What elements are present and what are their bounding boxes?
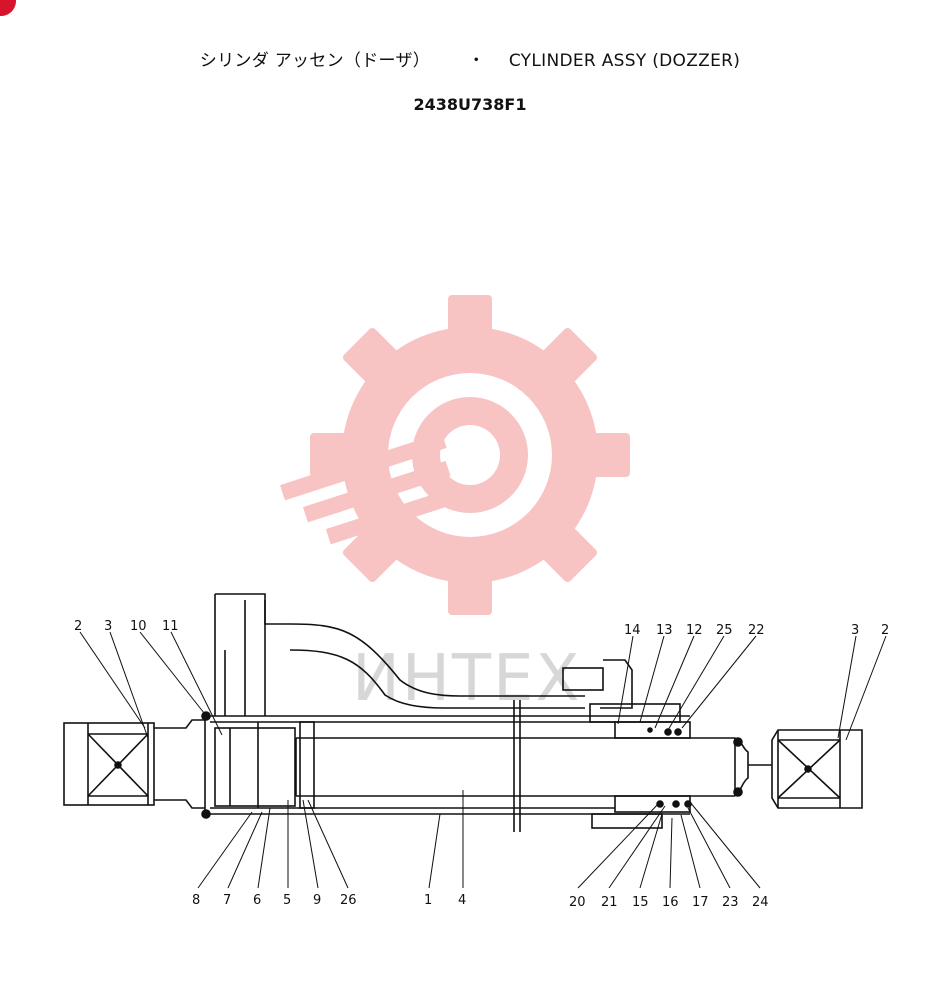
callout-11: 11 [162, 619, 179, 634]
title-japanese: シリンダ アッセン（ドーザ） [199, 51, 431, 71]
callout-21: 21 [601, 895, 618, 910]
callout-7: 7 [223, 893, 231, 908]
callout-12: 12 [686, 623, 703, 638]
part-number: 2438U738F1 [413, 95, 527, 114]
callout-2-left: 2 [74, 619, 82, 634]
callout-23: 23 [722, 895, 739, 910]
callout-4: 4 [458, 893, 466, 908]
title-separator: ・ [467, 51, 486, 71]
callout-3-left: 3 [104, 619, 112, 634]
gear-wrench-logo-icon [280, 295, 630, 615]
callout-22: 22 [748, 623, 765, 638]
callout-9: 9 [313, 893, 321, 908]
callout-5: 5 [283, 893, 291, 908]
callout-15: 15 [632, 895, 649, 910]
callout-25: 25 [716, 623, 733, 638]
callout-16: 16 [662, 895, 679, 910]
title-english: CYLINDER ASSY (DOZZER) [508, 51, 741, 71]
callout-20: 20 [569, 895, 586, 910]
callout-13: 13 [656, 623, 673, 638]
callouts-bottom: 8 7 6 5 9 26 1 4 20 21 15 16 17 23 24 [192, 893, 769, 910]
drawing-title: シリンダ アッセン（ドーザ） ・ CYLINDER ASSY (DOZZER) [0, 46, 940, 71]
watermark-text: ИНТЕХ [352, 642, 581, 716]
callout-14: 14 [624, 623, 641, 638]
callout-3-right: 3 [851, 623, 859, 638]
callout-24: 24 [752, 895, 769, 910]
callout-2-right: 2 [881, 623, 889, 638]
callouts-top: 2 3 10 11 14 13 12 25 22 3 2 [74, 619, 889, 638]
callout-6: 6 [253, 893, 261, 908]
callout-10: 10 [130, 619, 147, 634]
callout-26: 26 [340, 893, 357, 908]
callout-1: 1 [424, 893, 432, 908]
callout-17: 17 [692, 895, 709, 910]
callout-8: 8 [192, 893, 200, 908]
cylinder-assembly [63, 593, 887, 889]
